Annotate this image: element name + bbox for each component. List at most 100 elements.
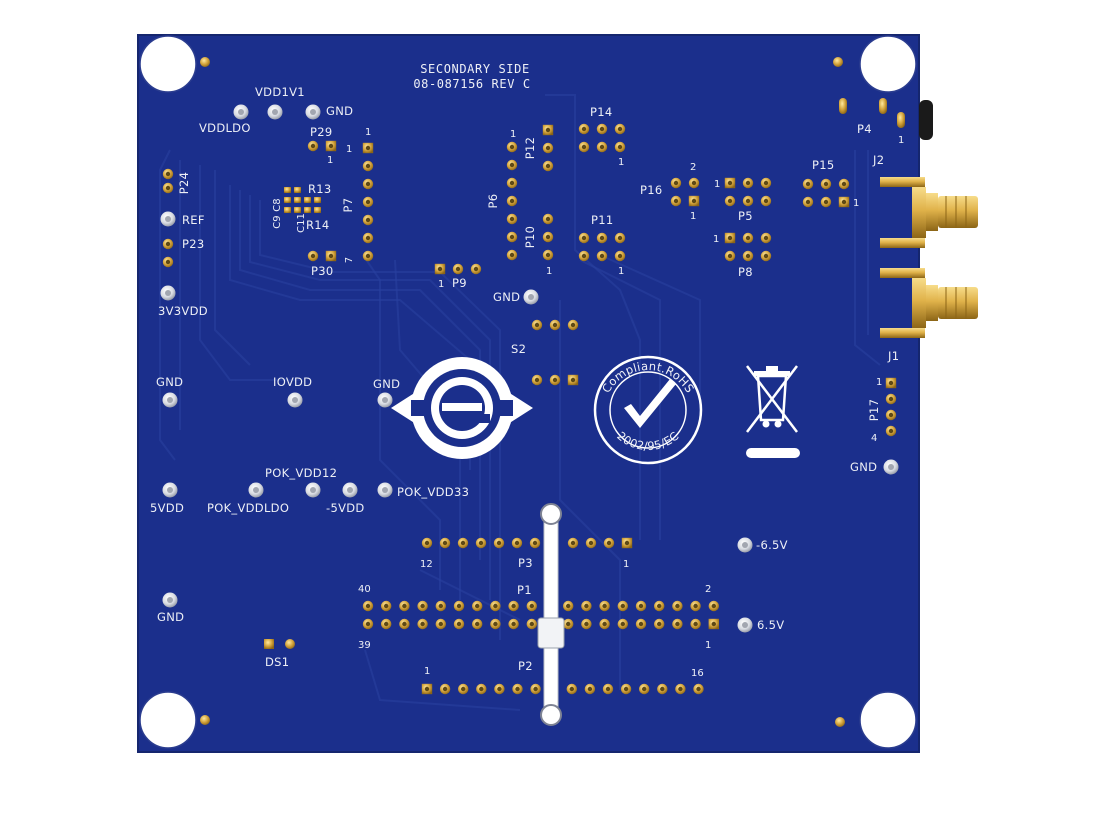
label-p10: P10 (523, 226, 537, 248)
label-5vdd: 5VDD (150, 501, 184, 515)
label-pok-vdd33: POK_VDD33 (397, 485, 469, 499)
label-neg6v5: -6.5V (756, 538, 788, 552)
header-pin (599, 618, 610, 630)
svg-text:1: 1 (438, 279, 444, 290)
header-pin (472, 600, 483, 612)
svg-text:1: 1 (327, 155, 333, 166)
svg-text:C8: C8 (272, 198, 283, 211)
sma-connector-j2 (880, 177, 978, 248)
header-pin (690, 600, 701, 612)
label-gnd-bottom: GND (157, 610, 184, 624)
label-p15: P15 (812, 158, 834, 172)
board-title: SECONDARY SIDE (420, 62, 530, 76)
header-pin (381, 618, 392, 630)
label-p8: P8 (738, 265, 753, 279)
header-pin (708, 600, 719, 612)
label-iovdd: IOVDD (273, 375, 312, 389)
header-pin (526, 600, 537, 612)
svg-text:1: 1 (876, 377, 882, 388)
label-3v3vdd: 3V3VDD (158, 304, 208, 318)
label-r14: R14 (306, 218, 330, 232)
header-pin (399, 618, 410, 630)
weee-crossed-bin-icon (746, 365, 800, 458)
label-s2: S2 (511, 342, 526, 356)
label-j1: J1 (887, 349, 899, 363)
header-pin (362, 600, 374, 612)
header-pin (530, 683, 541, 695)
svg-text:1: 1 (346, 144, 352, 155)
label-pok-vddldo: POK_VDDLDO (207, 501, 289, 515)
smd-passives (284, 187, 321, 213)
header-pin (566, 683, 577, 695)
svg-text:16: 16 (691, 668, 704, 679)
label-pos6v5: 6.5V (757, 618, 784, 632)
header-pin (675, 683, 686, 695)
header-pin (617, 600, 628, 612)
label-p16: P16 (640, 183, 662, 197)
header-pin (490, 600, 501, 612)
board-part-number: 08-087156 REV C (413, 77, 530, 91)
header-pin (563, 600, 574, 612)
header-pin (362, 618, 374, 630)
label-p2: P2 (518, 659, 533, 673)
header-pin (654, 618, 665, 630)
svg-text:1: 1 (898, 135, 904, 146)
label-vddldo: VDDLDO (199, 121, 251, 135)
label-r13: R13 (308, 182, 332, 196)
header-pin (494, 683, 505, 695)
header-pin (435, 600, 446, 612)
svg-text:1: 1 (705, 640, 711, 651)
header-pin (635, 618, 647, 630)
label-gnd-right: GND (850, 460, 877, 474)
svg-text:1: 1 (853, 198, 859, 209)
svg-text:39: 39 (358, 640, 371, 651)
header-pin (672, 618, 683, 630)
label-p7: P7 (341, 198, 355, 213)
header-pin (526, 618, 537, 630)
label-p30: P30 (311, 264, 333, 278)
label-p4: P4 (857, 122, 872, 136)
label-vdd1v1: VDD1V1 (255, 85, 305, 99)
svg-text:1: 1 (510, 129, 516, 140)
header-pin (453, 618, 465, 630)
header-pin (512, 683, 523, 695)
sma-connector-j1 (880, 268, 978, 338)
svg-text:C9: C9 (272, 215, 283, 228)
header-pin (417, 618, 428, 630)
header-pin (620, 683, 632, 695)
header-pin (693, 683, 704, 695)
svg-text:1: 1 (623, 559, 629, 570)
header-pin (581, 600, 592, 612)
label-p29: P29 (310, 125, 332, 139)
label-p12: P12 (523, 137, 537, 159)
label-p23: P23 (182, 237, 204, 251)
board (138, 35, 919, 752)
label-p9: P9 (452, 276, 467, 290)
header-pin (708, 618, 719, 630)
svg-text:2: 2 (690, 162, 696, 173)
header-pin (563, 618, 574, 630)
label-p5: P5 (738, 209, 753, 223)
label-gnd-center: GND (373, 377, 400, 391)
label-p1: P1 (517, 583, 532, 597)
label-gnd-mid: GND (493, 290, 520, 304)
header-pin (654, 600, 665, 612)
china-rohs-e-logo (391, 357, 533, 459)
svg-text:1: 1 (713, 234, 719, 245)
svg-text:1: 1 (618, 157, 624, 168)
svg-text:40: 40 (358, 584, 371, 595)
svg-text:1: 1 (424, 666, 430, 677)
header-pin (453, 600, 465, 612)
svg-text:C11: C11 (296, 213, 307, 233)
label-p11: P11 (591, 213, 613, 227)
svg-text:1: 1 (546, 266, 552, 277)
svg-text:2: 2 (705, 584, 711, 595)
header-pin (599, 600, 610, 612)
label-p17: P17 (867, 399, 881, 421)
svg-text:1: 1 (690, 211, 696, 222)
svg-text:1: 1 (618, 266, 624, 277)
label-ds1: DS1 (265, 655, 289, 669)
label-pok-vdd12: POK_VDD12 (265, 466, 337, 480)
label-gnd-top: GND (326, 104, 353, 118)
header-pin (435, 618, 446, 630)
